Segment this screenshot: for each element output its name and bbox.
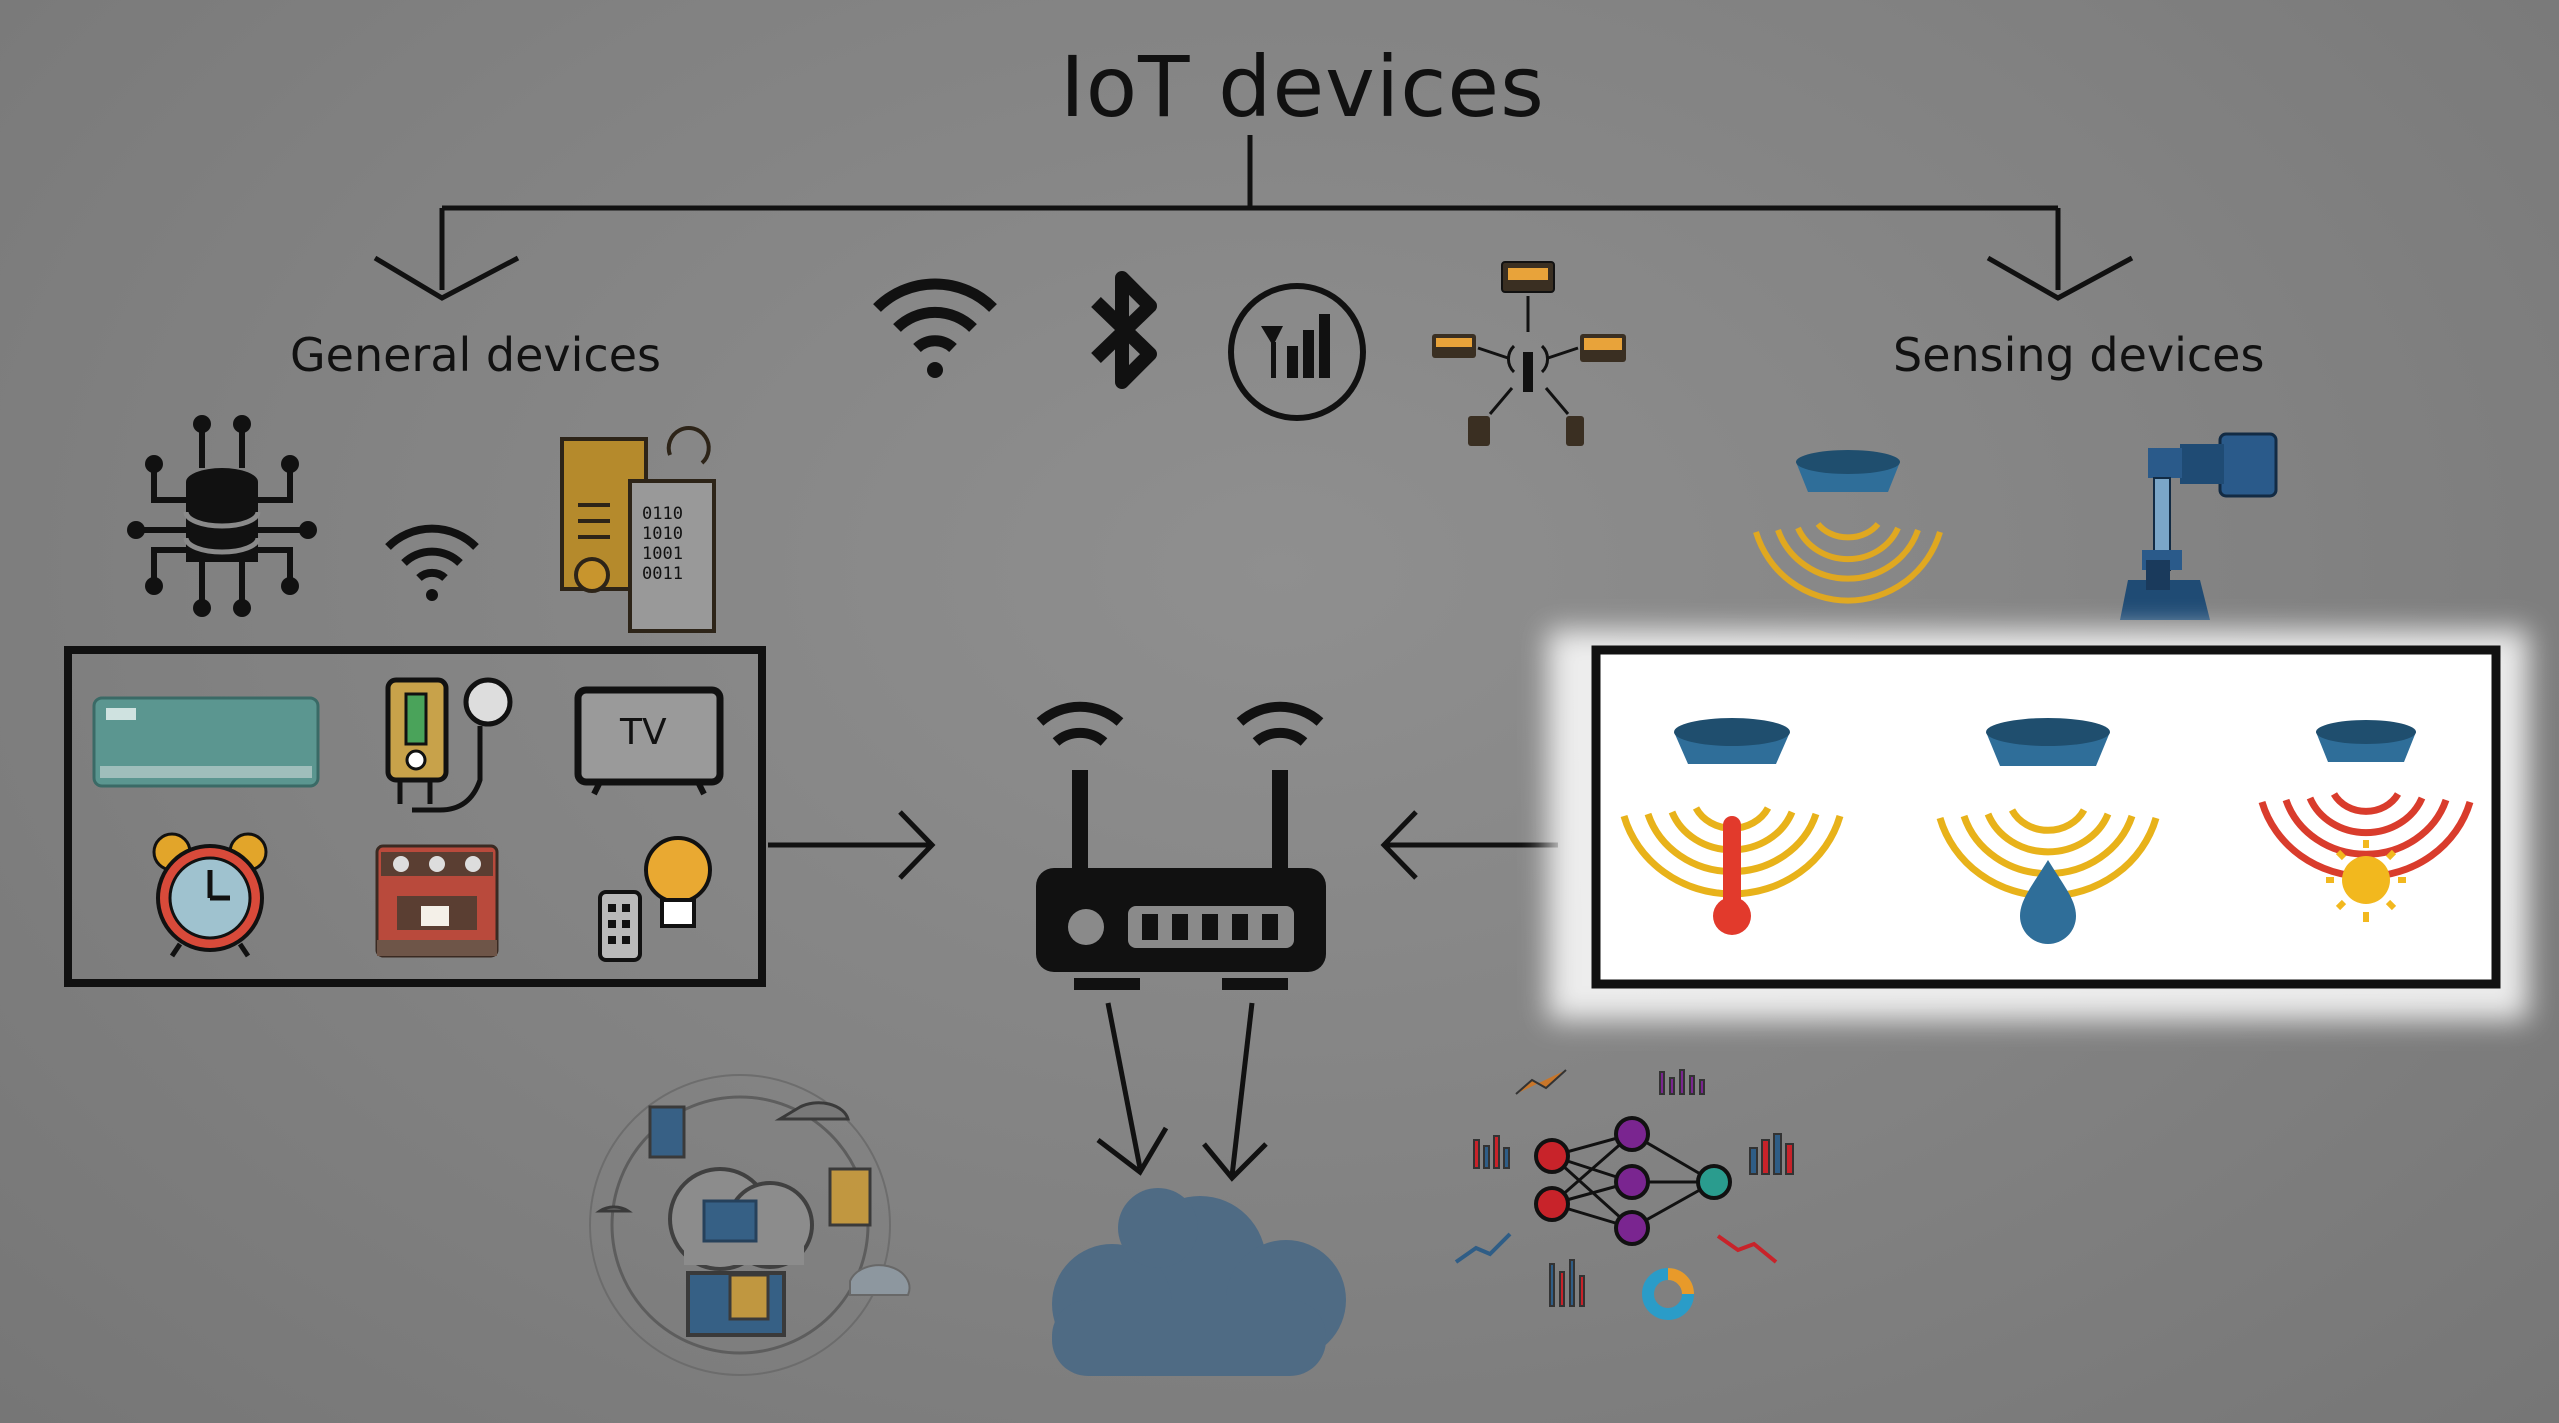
- general-devices-box: [64, 646, 766, 987]
- tree-connectors: [373, 135, 2134, 301]
- proximity-sensor-icon: [1753, 450, 1943, 604]
- router-to-cloud-arrows: [1096, 1002, 1268, 1182]
- temperature-sensor-icon: [1620, 718, 1844, 935]
- mesh-network-icon: [1432, 261, 1626, 446]
- cloud-sync-icon: [589, 1074, 911, 1376]
- alarm-clock-icon: [152, 832, 268, 958]
- coffee-machine-icon: [375, 844, 499, 958]
- svg-text:1010: 1010: [642, 524, 683, 544]
- sensing-devices-label: Sensing devices: [1893, 328, 2265, 382]
- water-heater-icon: [385, 677, 513, 813]
- svg-text:1001: 1001: [642, 544, 683, 564]
- wifi-small-icon: [385, 524, 479, 601]
- svg-text:0011: 0011: [642, 564, 683, 584]
- general-to-router-arrow: [768, 810, 936, 880]
- svg-text:0110: 0110: [642, 504, 683, 524]
- smart-bulb-remote-icon: [598, 836, 712, 962]
- tv-label: TV: [620, 712, 667, 753]
- data-processing-icon: 0110 1010 1001 0011: [560, 426, 716, 633]
- database-chip-icon: [127, 415, 317, 617]
- bluetooth-icon: [1091, 271, 1157, 389]
- cloud-icon: [1052, 1188, 1346, 1376]
- cellular-signal-icon: [1228, 283, 1366, 421]
- sensing-to-router-arrow: [1380, 810, 1558, 880]
- diagram-title: IoT devices: [1060, 38, 1545, 136]
- general-devices-label: General devices: [290, 328, 661, 382]
- valve-actuator-icon: [2120, 432, 2278, 620]
- air-conditioner-icon: [92, 696, 320, 788]
- tv-icon: [574, 686, 724, 796]
- router-icon: [1036, 701, 1326, 990]
- analytics-neural-net-icon: [1454, 1069, 1794, 1320]
- humidity-sensor-icon: [1936, 718, 2160, 944]
- light-sensor-icon: [2258, 720, 2474, 922]
- wifi-icon: [873, 278, 997, 378]
